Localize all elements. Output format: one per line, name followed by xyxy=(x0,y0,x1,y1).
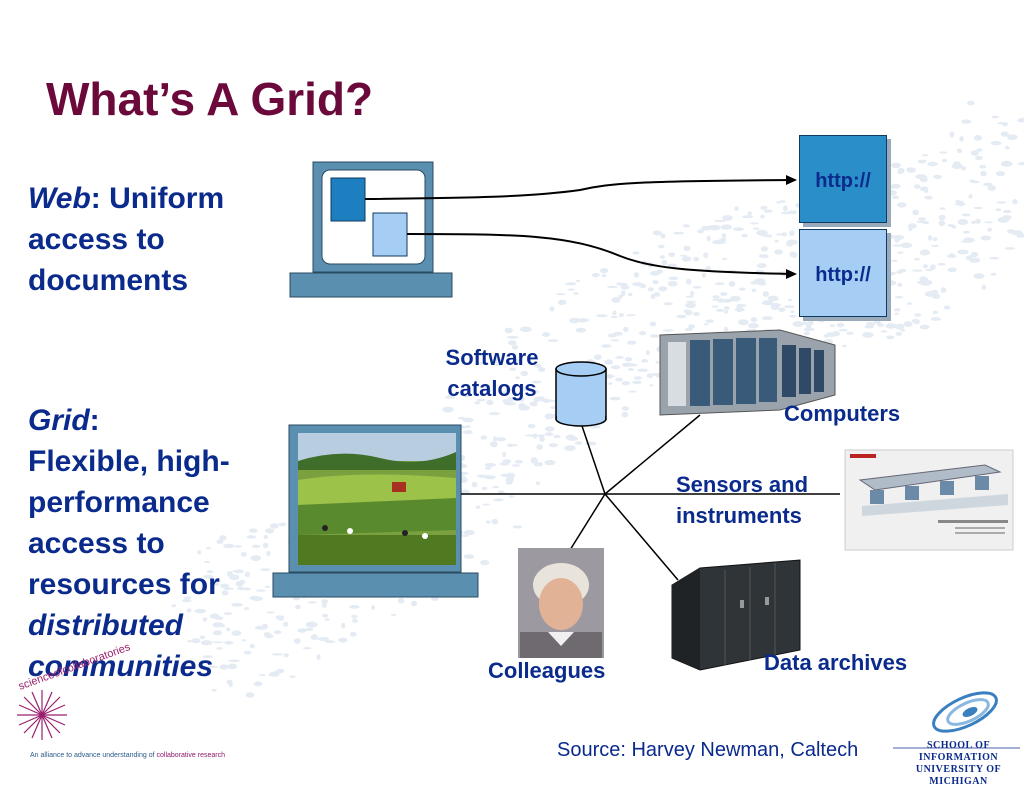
collaboratories-logo xyxy=(17,690,67,740)
http-label-1: http:// xyxy=(815,170,871,193)
web-computer-icon xyxy=(290,162,452,297)
http-label-2: http:// xyxy=(815,264,871,287)
umich-si-logo-text: SCHOOL OF INFORMATION UNIVERSITY OF MICH… xyxy=(893,740,1024,788)
collaboratories-wordmark: scienceofcollaboratories xyxy=(17,641,132,693)
label-software-catalogs: Software catalogs xyxy=(430,342,554,404)
tagline-part1: An alliance to advance understanding of xyxy=(30,752,155,759)
database-cylinder-icon xyxy=(556,362,606,426)
tagline-part2: collaborative research xyxy=(157,752,225,759)
umich-logo-line1: SCHOOL OF INFORMATION xyxy=(893,740,1024,764)
label-colleagues: Colleagues xyxy=(488,658,605,684)
source-citation: Source: Harvey Newman, Caltech xyxy=(557,739,858,762)
grid-computer-icon xyxy=(273,425,478,597)
sensors-instruments-image xyxy=(845,450,1013,550)
label-data-archives: Data archives xyxy=(764,650,907,676)
http-document-box-1: http:// xyxy=(799,135,887,223)
label-computers: Computers xyxy=(784,401,900,427)
http-document-box-2: http:// xyxy=(799,229,887,317)
label-sensors-instruments: Sensors and instruments xyxy=(676,469,836,531)
colleague-photo xyxy=(518,548,604,658)
umich-si-logo-icon xyxy=(928,685,1001,739)
arrow-head-2 xyxy=(786,269,797,279)
arrow-head-1 xyxy=(786,175,797,185)
collaboratories-tagline: An alliance to advance understanding of … xyxy=(30,752,225,759)
